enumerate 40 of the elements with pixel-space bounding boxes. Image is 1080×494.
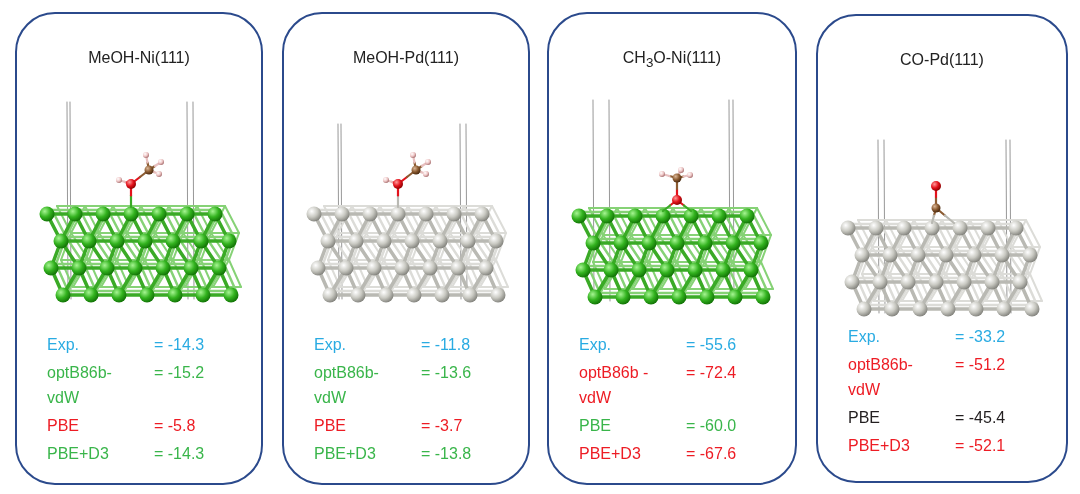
method-label: optB86b- vdW xyxy=(848,355,914,400)
energy-value: = -13.8 xyxy=(421,444,472,464)
card-title: CO-Pd(111) xyxy=(900,50,984,70)
energy-value: = -15.2 xyxy=(154,363,205,383)
result-card xyxy=(15,12,263,485)
energy-value: = -51.2 xyxy=(955,355,1006,375)
energy-value: = -67.6 xyxy=(686,444,737,464)
energy-value: = -72.4 xyxy=(686,363,737,383)
method-label: optB86b- vdW xyxy=(47,363,113,408)
method-label: Exp. xyxy=(848,327,880,347)
energy-value: = -3.7 xyxy=(421,416,463,436)
method-label: PBE+D3 xyxy=(314,444,376,464)
energy-value: = -45.4 xyxy=(955,408,1006,428)
result-card xyxy=(547,12,797,485)
energy-value: = -14.3 xyxy=(154,444,205,464)
card-title: MeOH-Pd(111) xyxy=(352,48,460,68)
energy-value: = -60.0 xyxy=(686,416,737,436)
method-label: PBE+D3 xyxy=(579,444,641,464)
method-label: Exp. xyxy=(314,335,346,355)
energy-value: = -52.1 xyxy=(955,436,1006,456)
method-label: PBE xyxy=(314,416,346,436)
method-label: PBE+D3 xyxy=(848,436,910,456)
energy-value: = -33.2 xyxy=(955,327,1006,347)
energy-value: = -13.6 xyxy=(421,363,472,383)
method-label: PBE+D3 xyxy=(47,444,109,464)
result-card xyxy=(816,14,1068,483)
method-label: PBE xyxy=(848,408,880,428)
method-label: PBE xyxy=(47,416,79,436)
method-label: Exp. xyxy=(47,335,79,355)
method-label: optB86b- vdW xyxy=(314,363,380,408)
energy-value: = -55.6 xyxy=(686,335,737,355)
energy-value: = -5.8 xyxy=(154,416,196,436)
method-label: Exp. xyxy=(579,335,611,355)
method-label: optB86b -vdW xyxy=(579,363,650,408)
card-title: CH$_{3}$O-Ni(111) xyxy=(622,48,722,73)
energy-value: = -11.8 xyxy=(421,335,471,355)
result-card xyxy=(282,12,530,485)
card-title: MeOH-Ni(111) xyxy=(88,48,190,68)
method-label: PBE xyxy=(579,416,611,436)
energy-value: = -14.3 xyxy=(154,335,205,355)
